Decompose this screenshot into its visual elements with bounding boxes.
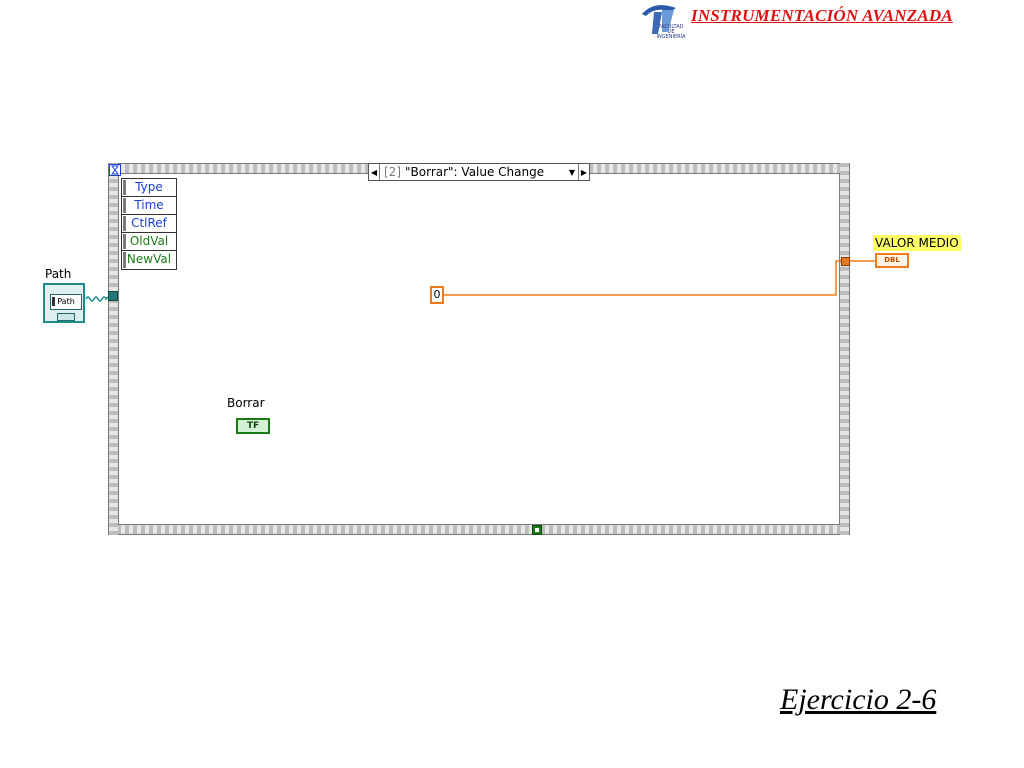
output-tunnel[interactable] — [841, 257, 850, 266]
numeric-wire — [444, 260, 845, 296]
indicator-type: DBL — [884, 256, 900, 264]
valor-medio-label: VALOR MEDIO — [873, 235, 961, 251]
event-structure-diagram[interactable] — [118, 173, 840, 525]
path-input-tunnel[interactable] — [108, 291, 118, 301]
dropdown-arrow-icon[interactable]: ▼ — [568, 167, 575, 177]
valor-medio-indicator[interactable]: DBL — [875, 253, 909, 268]
path-control-terminal[interactable]: Path — [43, 283, 85, 323]
exercise-title: Ejercicio 2-6 — [780, 683, 937, 716]
event-data-field[interactable]: Time — [122, 197, 176, 215]
event-structure-left-edge — [108, 163, 118, 535]
header-title: INSTRUMENTACIÓN AVANZADA — [691, 6, 953, 25]
case-label: "Borrar": Value Change — [405, 165, 545, 179]
event-data-field[interactable]: OldVal — [122, 233, 176, 251]
event-data-field[interactable]: CtlRef — [122, 215, 176, 233]
stop-condition-terminal[interactable] — [532, 525, 542, 535]
hourglass-icon[interactable] — [109, 164, 121, 176]
logo-caption: FACULTAD DE INGENIERÍA — [656, 24, 686, 40]
path-label: Path — [45, 267, 72, 281]
event-data-field[interactable]: NewVal — [122, 251, 176, 269]
event-structure-right-edge — [840, 163, 850, 535]
previous-case-icon[interactable]: ◀ — [369, 164, 380, 180]
folder-icon — [57, 313, 75, 321]
case-index: [2] — [384, 165, 401, 179]
borrar-label: Borrar — [227, 396, 265, 410]
event-data-field[interactable]: Type — [122, 179, 176, 197]
path-wire — [85, 296, 109, 302]
numeric-constant[interactable]: 0 — [430, 286, 444, 304]
event-case-selector[interactable]: ◀ [2] "Borrar": Value Change ▼ ▶ — [368, 163, 590, 181]
borrar-boolean-terminal[interactable]: TF — [236, 418, 270, 434]
event-data-node[interactable]: Type Time CtlRef OldVal NewVal — [121, 178, 177, 270]
faculty-logo-icon — [642, 5, 676, 34]
next-case-icon[interactable]: ▶ — [578, 164, 589, 180]
path-glyph: Path — [50, 294, 82, 310]
